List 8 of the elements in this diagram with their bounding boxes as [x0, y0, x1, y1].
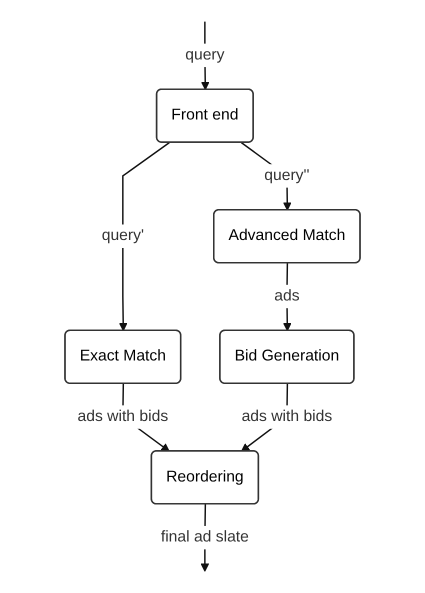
edge-label: ads with bids	[242, 408, 332, 425]
arrow	[118, 142, 170, 332]
edge-label: query''	[264, 167, 310, 184]
edge-label: ads with bids	[78, 408, 168, 425]
edge-label: ads	[274, 288, 300, 304]
edge-label: final ad slate	[160, 528, 249, 546]
edge-label: query'	[102, 227, 144, 244]
edge-label: query	[185, 46, 224, 64]
